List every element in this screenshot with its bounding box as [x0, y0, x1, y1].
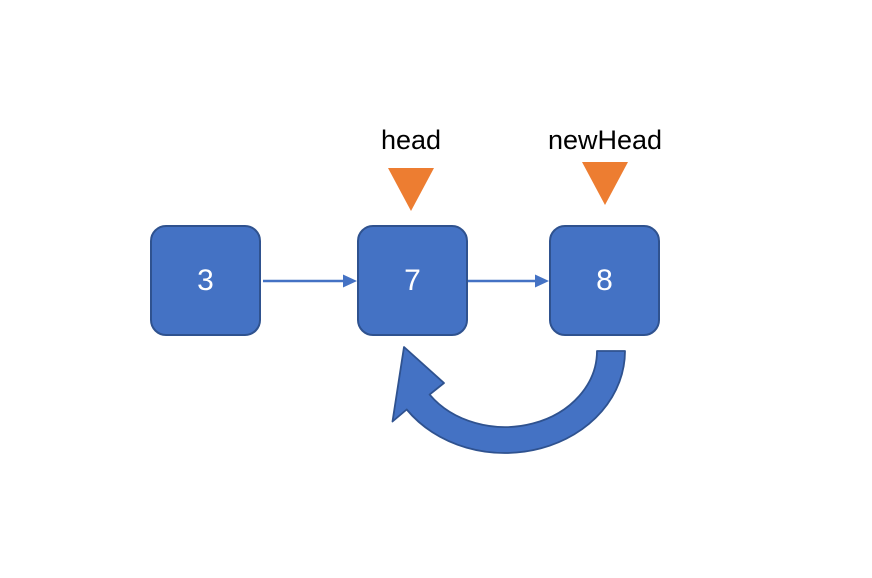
curved-arrow-8-to-7 [391, 346, 626, 454]
newhead-pointer-triangle-icon [582, 162, 628, 205]
list-node-7: 7 [357, 225, 468, 336]
head-pointer-triangle-icon [388, 168, 434, 211]
newhead-pointer-label: newHead [547, 125, 663, 155]
node-value: 8 [596, 263, 613, 297]
node-value: 7 [404, 263, 421, 297]
head-pointer-label: head [380, 125, 442, 155]
node-value: 3 [197, 263, 214, 297]
arrow-3-to-7 [263, 274, 357, 288]
list-node-8: 8 [549, 225, 660, 336]
list-node-3: 3 [150, 225, 261, 336]
arrow-7-to-8 [468, 274, 549, 288]
